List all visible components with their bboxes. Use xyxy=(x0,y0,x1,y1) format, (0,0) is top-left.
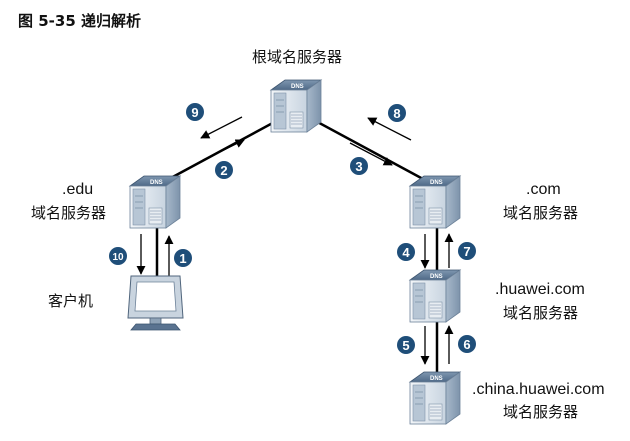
svg-text:1: 1 xyxy=(179,251,186,266)
client-label: 客户机 xyxy=(48,292,93,310)
svg-text:2: 2 xyxy=(220,163,227,178)
step-badge-3: 3 xyxy=(350,157,368,175)
dns-label: DNS xyxy=(430,274,443,280)
step-badge-2: 2 xyxy=(215,161,233,179)
svg-text:4: 4 xyxy=(402,245,410,260)
svg-text:5: 5 xyxy=(402,338,409,353)
china-huawei-server-label: 域名服务器 xyxy=(503,403,578,421)
step-badge-6: 6 xyxy=(458,335,476,353)
step-badge-9: 9 xyxy=(186,103,204,121)
dns-label: DNS xyxy=(150,180,163,186)
arrow-step-2 xyxy=(202,139,245,161)
step-badge-1: 1 xyxy=(174,249,192,267)
step-badge-10: 10 xyxy=(109,247,127,265)
root-dns-server-icon: DNS xyxy=(270,79,322,133)
dns-label: DNS xyxy=(430,376,443,382)
svg-text:9: 9 xyxy=(191,105,198,120)
connection-lines xyxy=(155,110,439,372)
huawei-domain-label: .huawei.com xyxy=(495,281,585,298)
edu-dns-server-icon: DNS xyxy=(129,175,181,229)
edu-server-label: 域名服务器 xyxy=(31,204,106,222)
arrow-step-8 xyxy=(367,117,412,141)
figure-title: 图 5-35 递归解析 xyxy=(18,12,141,30)
svg-text:6: 6 xyxy=(463,337,470,352)
huawei-server-label: 域名服务器 xyxy=(503,304,578,322)
step-badge-4: 4 xyxy=(397,243,415,261)
svg-text:3: 3 xyxy=(355,159,362,174)
link-root-com xyxy=(298,110,437,188)
step-arrows xyxy=(136,116,454,365)
com-server-label: 域名服务器 xyxy=(503,204,578,222)
huawei-dns-server-icon: DNS xyxy=(409,269,461,323)
com-dns-server-icon: DNS xyxy=(409,175,461,229)
root-server-label: 根域名服务器 xyxy=(252,48,342,66)
step-badge-7: 7 xyxy=(458,242,476,260)
edu-domain-label: .edu xyxy=(62,181,93,198)
arrow-step-9 xyxy=(200,116,243,139)
step-badge-5: 5 xyxy=(397,336,415,354)
arrow-step-3 xyxy=(349,142,393,166)
dns-label: DNS xyxy=(430,180,443,186)
dns-label: DNS xyxy=(291,84,304,90)
client-computer-icon xyxy=(127,275,184,331)
step-badge-8: 8 xyxy=(388,104,406,122)
svg-text:8: 8 xyxy=(393,106,400,121)
com-domain-label: .com xyxy=(526,181,561,198)
china-huawei-dns-server-icon: DNS xyxy=(409,371,461,425)
svg-text:10: 10 xyxy=(112,252,124,263)
svg-text:7: 7 xyxy=(463,244,470,259)
china-huawei-domain-label: .china.huawei.com xyxy=(472,381,605,398)
